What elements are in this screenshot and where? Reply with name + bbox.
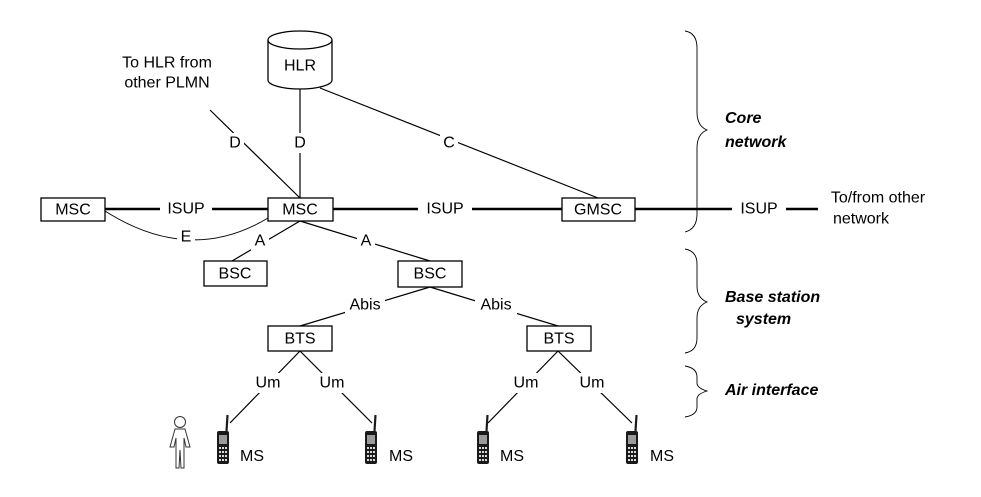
- bsc-left-node: BSC: [203, 260, 268, 287]
- a-label-right: A: [361, 233, 372, 250]
- brace-bss: [684, 248, 709, 354]
- hlr-label: HLR: [284, 58, 316, 75]
- brace-air: [684, 365, 709, 418]
- abis-label-right: Abis: [480, 297, 511, 314]
- note-hlr-other-line2: other PLMN: [124, 75, 209, 92]
- gmsc-label: GMSC: [574, 202, 622, 219]
- msc-left-node: MSC: [40, 197, 106, 222]
- bts-right-label: BTS: [543, 331, 574, 348]
- um-label-4: Um: [580, 375, 605, 392]
- bts-right-node: BTS: [526, 325, 592, 352]
- section-air: Air interface: [724, 382, 818, 399]
- note-other-network-line2: network: [833, 211, 890, 228]
- note-hlr-other-line1: To HLR from: [122, 55, 212, 72]
- bts-left-node: BTS: [267, 325, 333, 352]
- ms-1: MS: [215, 413, 264, 466]
- msc-center-node: MSC: [267, 197, 334, 222]
- section-bss-line2: system: [736, 311, 791, 328]
- ms-2: MS: [363, 413, 413, 466]
- d-label-other-plmn: D: [229, 135, 241, 152]
- bsc-right-label: BSC: [414, 266, 447, 283]
- um-label-1: Um: [256, 375, 281, 392]
- section-core-line1: Core: [725, 110, 762, 127]
- a-label-left: A: [255, 233, 266, 250]
- ms-2-label: MS: [389, 448, 413, 465]
- ms-3: MS: [475, 413, 524, 466]
- mobile-phone-icon: [475, 413, 491, 466]
- c-link-hlr-gmsc: [319, 87, 599, 199]
- section-bss-line1: Base station: [725, 289, 820, 306]
- isup-label-right: ISUP: [740, 201, 777, 218]
- bts-left-label: BTS: [284, 331, 315, 348]
- mobile-phone-icon: [215, 413, 231, 466]
- um-label-2: Um: [320, 375, 345, 392]
- um-label-3: Um: [514, 375, 539, 392]
- e-label: E: [181, 229, 192, 246]
- brace-core: [684, 30, 709, 233]
- ms-1-label: MS: [240, 448, 264, 465]
- ms-3-label: MS: [500, 448, 524, 465]
- bsc-left-label: BSC: [219, 266, 252, 283]
- ms-4: MS: [624, 413, 674, 466]
- ms-4-label: MS: [650, 448, 674, 465]
- section-core-line2: network: [725, 134, 787, 151]
- d-label-hlr: D: [294, 135, 306, 152]
- abis-label-left: Abis: [349, 297, 380, 314]
- d-link-other-plmn: [209, 109, 301, 199]
- hlr-node: HLR: [267, 30, 333, 90]
- note-other-network-line1: To/from other: [831, 190, 926, 207]
- isup-label-left: ISUP: [167, 201, 204, 218]
- bsc-right-node: BSC: [397, 260, 463, 288]
- isup-label-center: ISUP: [426, 201, 463, 218]
- msc-left-label: MSC: [55, 202, 91, 219]
- c-label: C: [443, 135, 455, 152]
- person-icon: [169, 416, 191, 469]
- gmsc-node: GMSC: [561, 197, 636, 222]
- msc-center-label: MSC: [282, 202, 318, 219]
